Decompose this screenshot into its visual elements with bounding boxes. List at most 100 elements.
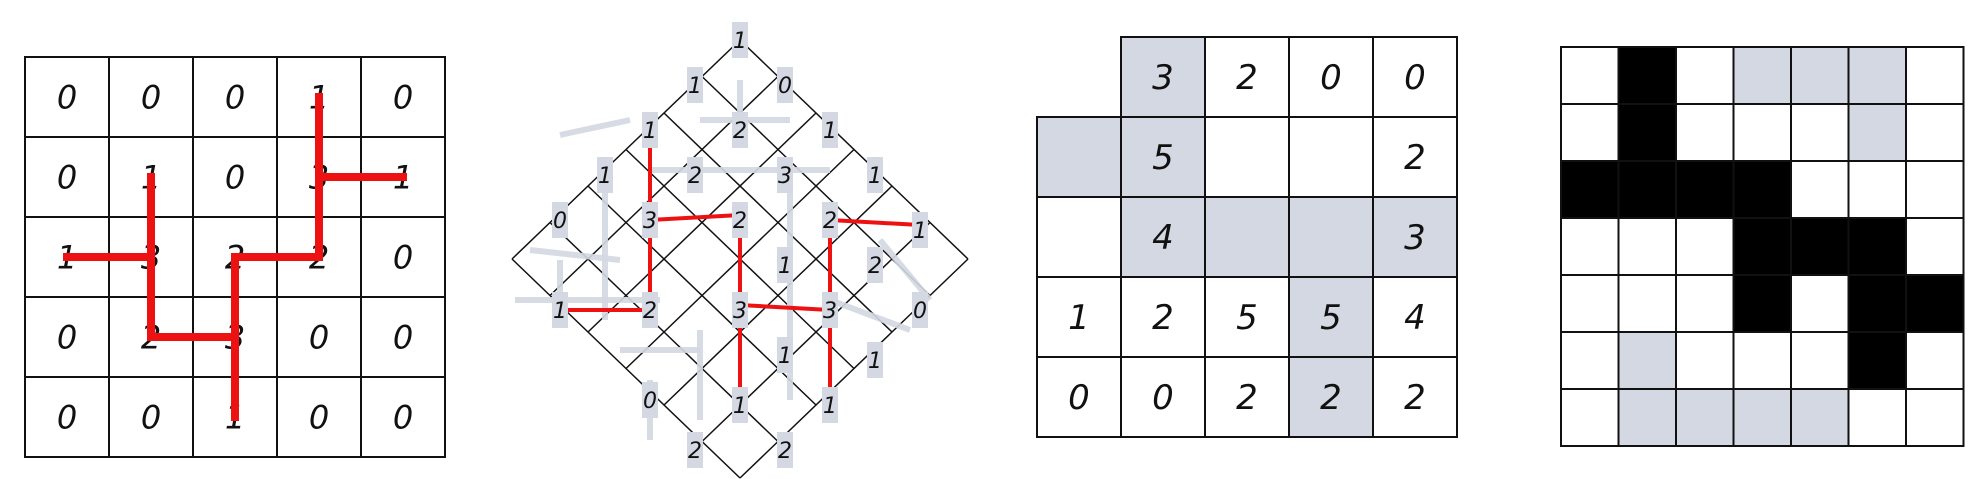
diamond-node-tag	[642, 382, 658, 418]
grid3-shaded-cell	[1120, 116, 1206, 198]
grid3-cell	[1120, 356, 1206, 438]
grid3-number: 0	[1404, 58, 1426, 98]
diamond-hint-stroke	[828, 297, 912, 333]
diamond-node-number: 1	[733, 29, 747, 54]
grid4-white-cell	[1905, 217, 1965, 276]
grid3-number: 2	[1404, 138, 1426, 178]
diamond-node-number: 1	[913, 219, 927, 244]
diamond-node-number: 1	[868, 164, 882, 189]
grid3-shaded-cell	[1288, 356, 1374, 438]
grid4-white-cell	[1732, 103, 1792, 162]
grid4-white-cell	[1560, 103, 1620, 162]
grid4-black-cell	[1732, 217, 1792, 276]
diamond-node-tag	[822, 202, 838, 238]
grid4-white-cell	[1675, 274, 1735, 333]
diamond-node-number: 3	[778, 164, 792, 189]
diamond-node-number: 1	[688, 74, 702, 99]
grid1-cell	[360, 296, 446, 378]
diamond-red-segment	[829, 218, 921, 227]
grid1-number: 0	[309, 399, 329, 437]
grid1-number: 0	[57, 319, 77, 357]
grid3-number: 2	[1236, 58, 1258, 98]
diamond-node-number: 2	[868, 254, 882, 279]
grid1-number: 0	[57, 79, 77, 117]
diamond-node-number: 2	[643, 299, 657, 324]
diamond-node-tag	[912, 292, 928, 328]
grid4-black-cell	[1847, 217, 1907, 276]
grid4-white-cell	[1675, 217, 1735, 276]
diamond-node-tag	[867, 342, 883, 378]
diamond-node-tag	[867, 157, 883, 193]
grid4-white-cell	[1675, 46, 1735, 105]
diamond-node-number: 0	[778, 74, 792, 99]
diamond-node-number: 2	[733, 209, 747, 234]
grid4-gray-cell	[1617, 331, 1677, 390]
diamond-node-tag	[687, 67, 703, 103]
diamond-node-tag	[687, 432, 703, 468]
grid4-white-cell	[1790, 160, 1850, 219]
diamond-node-tag	[822, 387, 838, 423]
grid1-number: 0	[225, 159, 245, 197]
diamond-node-number: 1	[778, 344, 792, 369]
grid3-shaded-cell	[1288, 196, 1374, 278]
grid3-cell	[1372, 36, 1458, 118]
diamond-node-tag	[642, 292, 658, 328]
diamond-node-tag	[552, 202, 568, 238]
diamond-node-tag	[777, 67, 793, 103]
grid4-white-cell	[1560, 388, 1620, 447]
diamond-node-tag	[912, 212, 928, 248]
diamond-node-number: 2	[688, 164, 702, 189]
grid3-number: 0	[1068, 378, 1090, 418]
grid3-number: 0	[1320, 58, 1342, 98]
grid1-cell	[24, 56, 110, 138]
grid3-number: 4	[1152, 218, 1174, 258]
diamond-node-number: 2	[778, 439, 792, 464]
grid4-white-cell	[1905, 160, 1965, 219]
grid3-number: 3	[1152, 58, 1174, 98]
grid4-black-cell	[1905, 274, 1965, 333]
grid1-cell	[276, 296, 362, 378]
grid3-number: 2	[1320, 378, 1342, 418]
grid3-cell	[1372, 276, 1458, 358]
grid3-cell	[1288, 116, 1374, 198]
diamond-node-number: 1	[823, 394, 837, 419]
diamond-node-number: 1	[598, 164, 612, 189]
grid1-number: 0	[141, 399, 161, 437]
grid3-cell	[1288, 36, 1374, 118]
diamond-node-tag	[777, 337, 793, 373]
grid4-black-cell	[1617, 160, 1677, 219]
grid4-white-cell	[1675, 103, 1735, 162]
grid4-white-cell	[1560, 46, 1620, 105]
grid4-white-cell	[1905, 331, 1965, 390]
grid3-number: 5	[1152, 138, 1174, 178]
grid4-black-cell	[1790, 217, 1850, 276]
diamond-node-tag	[732, 22, 748, 58]
grid4-gray-cell	[1790, 388, 1850, 447]
grid4-gray-cell	[1617, 388, 1677, 447]
diamond-node-number: 0	[643, 389, 657, 414]
diamond-node-tag	[642, 112, 658, 148]
diamond-node-tag	[687, 157, 703, 193]
grid3-shaded-cell	[1036, 116, 1122, 198]
grid3-cell	[1204, 36, 1290, 118]
diamond-node-tag	[867, 247, 883, 283]
grid4-gray-cell	[1847, 46, 1907, 105]
grid4-white-cell	[1617, 274, 1677, 333]
diamond-node-number: 1	[733, 394, 747, 419]
diamond-node-tag	[552, 292, 568, 328]
grid1-cell	[360, 376, 446, 458]
grid3-cell	[1036, 196, 1122, 278]
grid4-black-cell	[1560, 160, 1620, 219]
grid4-gray-cell	[1732, 388, 1792, 447]
grid4-white-cell	[1847, 160, 1907, 219]
grid3-cell	[1120, 276, 1206, 358]
diamond-node-number: 0	[913, 299, 927, 324]
diamond-node-tag	[777, 157, 793, 193]
diamond-node-number: 2	[733, 119, 747, 144]
grid4-white-cell	[1790, 331, 1850, 390]
grid3-number: 2	[1236, 378, 1258, 418]
grid4-white-cell	[1617, 217, 1677, 276]
diamond-node-tag	[597, 157, 613, 193]
